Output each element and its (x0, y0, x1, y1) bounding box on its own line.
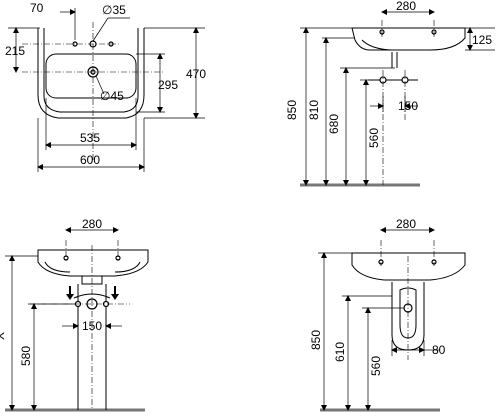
bowl-inner (45, 53, 137, 99)
dim-560-top: 560 (367, 128, 381, 148)
dim-45: ∅45 (100, 89, 124, 103)
basin-rim (43, 28, 139, 113)
dim-280-br: 280 (396, 217, 416, 231)
dim-470: 470 (186, 67, 206, 81)
dim-70: 70 (30, 1, 44, 15)
view-bottom-right: 280 850 610 560 80 (309, 217, 466, 412)
dim-560-br: 560 (369, 356, 383, 376)
basin-front-br (351, 252, 466, 281)
dim-35: ∅35 (102, 3, 126, 17)
dim-280-bl: 280 (82, 217, 102, 231)
dim-600: 600 (80, 153, 100, 167)
dim-150-bl: 150 (82, 319, 102, 333)
dim-X: X (0, 332, 7, 340)
dim-280-top: 280 (396, 0, 416, 13)
dim-850-top: 850 (285, 100, 299, 120)
dim-125: 125 (472, 33, 492, 47)
basin-front-bl (37, 249, 149, 277)
dim-680: 680 (327, 114, 341, 134)
dim-215: 215 (5, 44, 25, 58)
dim-580: 580 (19, 346, 33, 366)
dim-150-top: 150 (398, 99, 418, 113)
dim-295: 295 (158, 78, 178, 92)
dim-80: 80 (432, 343, 446, 357)
dim-535: 535 (80, 131, 100, 145)
dim-850-br: 850 (309, 330, 323, 350)
view-top-right: 280 125 850 810 680 560 150 (285, 0, 495, 187)
basin-side (351, 27, 466, 51)
basin-outline (37, 28, 145, 119)
view-bottom-left: 280 X 580 150 (0, 217, 149, 412)
dim-810: 810 (307, 100, 321, 120)
view-top-left: 70 ∅35 215 470 295 ∅45 535 600 (5, 1, 206, 172)
dim-610: 610 (333, 342, 347, 362)
